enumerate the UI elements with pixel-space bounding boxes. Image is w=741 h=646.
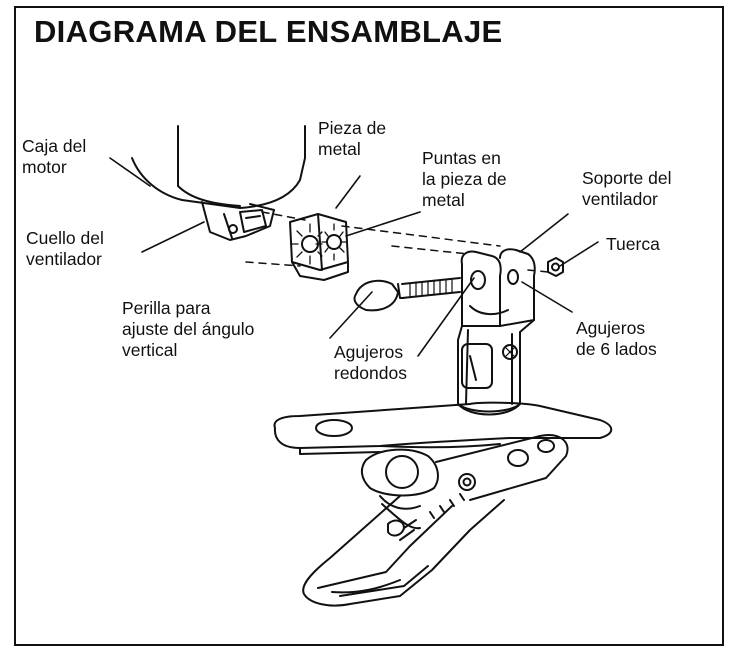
diagram-title: DIAGRAMA DEL ENSAMBLAJE bbox=[34, 14, 503, 49]
label-motor-housing: Caja del motor bbox=[22, 136, 87, 177]
swivel-stem bbox=[457, 319, 535, 416]
clip-top-arm bbox=[273, 401, 613, 455]
fan-neck bbox=[201, 201, 275, 241]
diagram-frame bbox=[14, 6, 724, 646]
motor-housing bbox=[131, 125, 306, 209]
clip-body bbox=[360, 434, 569, 530]
angle-knob bbox=[353, 277, 461, 312]
metal-piece bbox=[289, 213, 349, 281]
clip-lower-jaw bbox=[302, 493, 505, 607]
fan-support bbox=[460, 248, 536, 327]
label-fan-neck: Cuello del ventilador bbox=[26, 228, 104, 269]
label-hex-holes: Agujeros de 6 lados bbox=[576, 318, 657, 359]
label-metal-tips: Puntas en la pieza de metal bbox=[422, 148, 507, 210]
leader-lines bbox=[109, 157, 599, 357]
label-metal-piece: Pieza de metal bbox=[318, 118, 387, 159]
assembly-illustration bbox=[109, 125, 613, 607]
label-nut: Tuerca bbox=[606, 234, 660, 254]
label-round-holes: Agujeros redondos bbox=[334, 342, 407, 383]
label-knob: Perilla para ajuste del ángulo vertical bbox=[122, 298, 255, 360]
label-fan-support: Soporte del ventilador bbox=[582, 168, 672, 209]
nut bbox=[547, 257, 564, 277]
